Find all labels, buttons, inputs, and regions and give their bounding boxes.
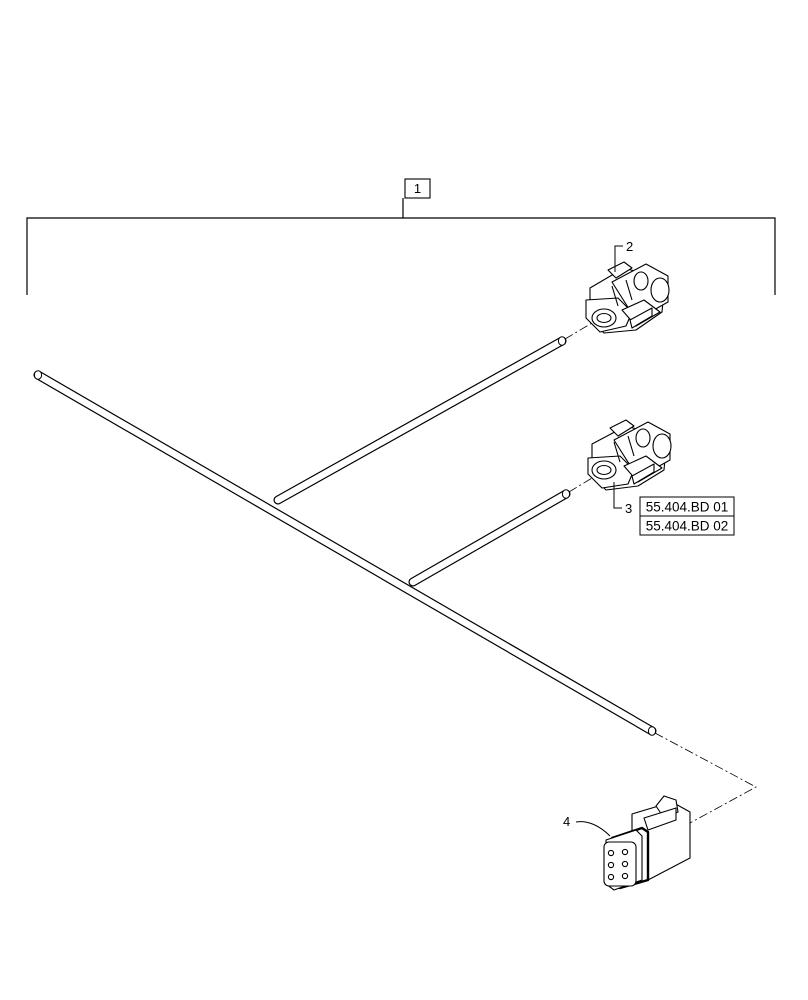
assembly-lines	[564, 322, 757, 824]
two-pin-connector-icon[interactable]	[585, 261, 670, 334]
reference-box-2[interactable]: 55.404.BD 02	[639, 515, 735, 536]
harness-bracket	[26, 198, 776, 295]
callout-1[interactable]: 1	[404, 178, 431, 199]
reference-box-1[interactable]: 55.404.BD 01	[639, 496, 735, 517]
callout-1-label: 1	[414, 181, 421, 196]
callout-4-leader	[575, 821, 611, 837]
wire-harness-icon[interactable]	[33, 336, 657, 736]
reference-label-1: 55.404.BD 01	[646, 500, 729, 515]
callout-3-leader	[613, 482, 622, 509]
two-pin-connector-icon[interactable]	[587, 419, 672, 491]
callout-2[interactable]: 2	[626, 239, 633, 254]
callout-2-leader	[614, 245, 623, 272]
callout-4[interactable]: 4	[563, 814, 570, 829]
six-pin-connector-icon[interactable]	[603, 795, 691, 891]
reference-label-2: 55.404.BD 02	[646, 519, 729, 534]
callout-3[interactable]: 3	[625, 501, 632, 516]
